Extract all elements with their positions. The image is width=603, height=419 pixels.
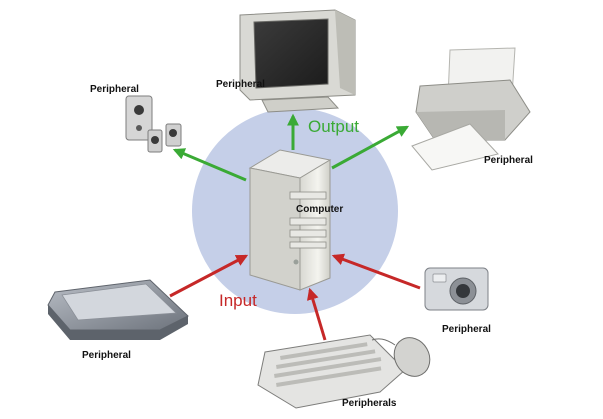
speakers-label: Peripheral xyxy=(90,84,139,95)
camera-image xyxy=(424,267,489,311)
output-arrow-printer xyxy=(331,125,410,170)
printer-label: Peripheral xyxy=(484,155,533,166)
input-arrow-camera xyxy=(331,253,421,290)
printer-image xyxy=(411,47,531,171)
speakers-image xyxy=(125,95,182,153)
monitor-label: Peripheral xyxy=(216,79,265,90)
camera-label: Peripheral xyxy=(442,324,491,335)
keyboard-mouse-label: Peripherals xyxy=(342,398,397,409)
scanner-label: Peripheral xyxy=(82,350,131,361)
keyboard-mouse-image xyxy=(257,334,431,409)
scanner-image xyxy=(47,279,189,340)
input-arrow-scanner xyxy=(169,254,249,298)
output-arrow-speakers xyxy=(172,148,247,182)
input-arrow-keyboard xyxy=(307,287,327,341)
input-label: Input xyxy=(219,291,257,310)
output-label: Output xyxy=(308,117,359,136)
computer-tower-image xyxy=(248,149,332,291)
computer-label: Computer xyxy=(296,204,343,215)
monitor-image xyxy=(239,9,356,113)
